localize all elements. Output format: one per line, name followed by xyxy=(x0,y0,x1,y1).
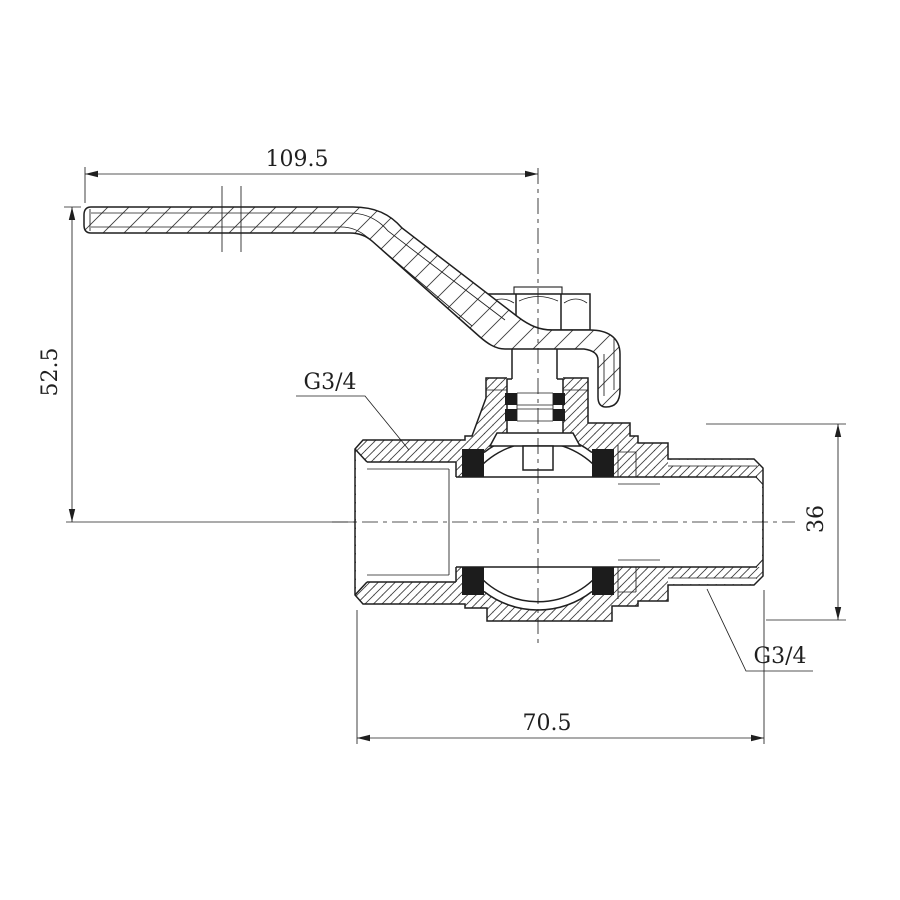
arrow-right xyxy=(525,170,538,178)
male-thread-root-lines xyxy=(668,465,757,579)
dim-text-handle-length: 109.5 xyxy=(266,147,329,172)
dim-text-body-length: 70.5 xyxy=(523,711,572,736)
arrow-right xyxy=(751,734,764,742)
seat-top-left xyxy=(462,449,484,477)
socket-pocket-face xyxy=(449,461,457,583)
handle-inner-edge-lines xyxy=(89,209,615,396)
arrow-left xyxy=(357,734,370,742)
dimension-handle-length: 109.5 xyxy=(84,147,538,203)
socket-mouth-chamfers xyxy=(354,448,368,596)
dimension-center-height: 52.5 xyxy=(38,206,81,522)
outlet-thread-text: G3/4 xyxy=(754,644,807,669)
seat-top-right xyxy=(592,449,614,477)
female-thread-root-lines xyxy=(367,468,450,576)
stem-flange-outline xyxy=(488,432,582,447)
packing-ring-right-2 xyxy=(553,409,565,421)
label-outlet-thread: G3/4 xyxy=(706,588,813,672)
label-inlet-thread: G3/4 xyxy=(296,370,410,451)
packing-ring-left-2 xyxy=(505,409,517,421)
body-outline xyxy=(354,377,764,622)
stem-assembly xyxy=(488,349,582,471)
stem-shaft-outline xyxy=(506,379,564,433)
arrow-top xyxy=(834,424,842,437)
seat-bottom-left xyxy=(462,567,484,595)
female-thread-lines xyxy=(367,461,449,583)
arrow-left xyxy=(85,170,98,178)
stem-groove-lines xyxy=(516,392,554,422)
inlet-leader-line xyxy=(296,395,410,451)
thread-crest-band-top xyxy=(668,459,756,466)
lever-handle xyxy=(83,186,621,408)
seat-bottom-right xyxy=(592,567,614,595)
tailpiece-joint-lines xyxy=(617,445,660,599)
outlet-leader-line xyxy=(706,588,813,672)
handle-outline xyxy=(83,206,621,408)
valve-body xyxy=(354,377,764,622)
dimension-connector-height: 36 xyxy=(706,423,846,621)
stem-flange-fill xyxy=(490,433,580,446)
arrow-bottom xyxy=(834,607,842,620)
stem-neck-outline xyxy=(507,349,563,380)
centerlines xyxy=(66,168,795,648)
dimension-body-length: 70.5 xyxy=(356,590,765,744)
inlet-thread-text: G3/4 xyxy=(304,370,357,395)
arrow-bottom xyxy=(68,509,76,522)
arrow-top xyxy=(68,207,76,220)
packing-ring-right-1 xyxy=(553,393,565,405)
dim-text-center-height: 52.5 xyxy=(38,348,63,397)
packing-ring-left-1 xyxy=(505,393,517,405)
thread-crest-band-bottom xyxy=(668,578,756,585)
handle-break-lines xyxy=(221,186,242,252)
outlet-bore-chamfers xyxy=(755,476,764,568)
dim-text-connector-height: 36 xyxy=(804,505,829,533)
